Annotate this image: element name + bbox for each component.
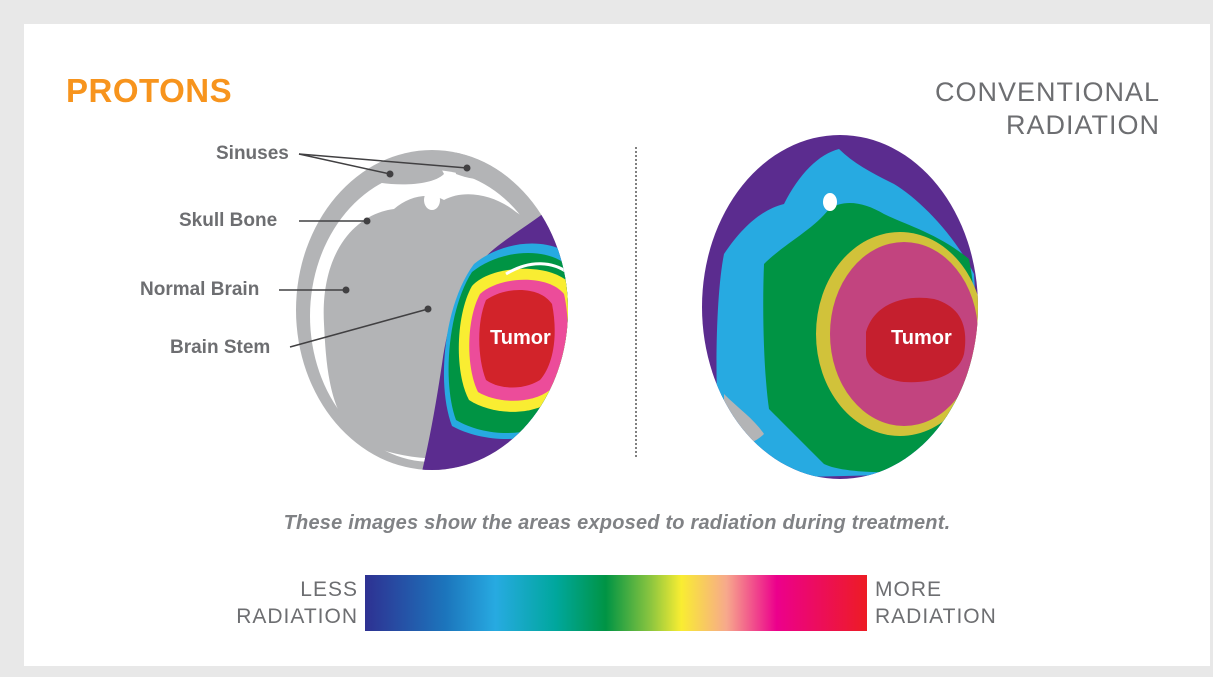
proton-scan	[279, 150, 568, 470]
conventional-dose-red	[866, 297, 966, 383]
more-radiation-label: MORE RADIATION	[875, 576, 997, 630]
infographic-card: PROTONS CONVENTIONAL RADIATION	[24, 24, 1210, 666]
tumor-label-conventional: Tumor	[891, 327, 952, 349]
brain-stem-leader	[289, 308, 429, 348]
protons-title: PROTONS	[66, 72, 233, 109]
scan-divider	[635, 147, 637, 457]
brain-scans-illustration	[279, 135, 978, 479]
more-line2: RADIATION	[875, 605, 997, 628]
radiation-gradient-bar	[365, 575, 867, 631]
conventional-radiation-title: CONVENTIONAL RADIATION	[935, 76, 1160, 142]
conventional-skull-notch	[823, 193, 837, 211]
sinus-right-area	[452, 150, 536, 181]
sinus-dot-2	[463, 164, 471, 172]
conventional-title-line2: RADIATION	[1005, 110, 1160, 140]
sinuses-label: Sinuses	[216, 143, 289, 164]
sinus-dot-1	[386, 170, 394, 178]
conventional-title-line1: CONVENTIONAL	[934, 77, 1160, 107]
caption-text: These images show the areas exposed to r…	[283, 512, 951, 534]
less-line2: RADIATION	[236, 605, 358, 628]
skull-bone-label: Skull Bone	[179, 210, 278, 231]
sinus-left-area	[374, 156, 444, 185]
sinus-leader-1	[298, 153, 391, 175]
sinus-leader-2	[298, 153, 468, 169]
skull-bone-dot	[363, 217, 371, 225]
conventional-scan	[702, 135, 978, 479]
more-line1: MORE	[875, 578, 942, 601]
proton-dose-red	[479, 289, 555, 388]
tumor-label-protons: Tumor	[490, 327, 551, 349]
brain-stem-dot	[424, 305, 432, 313]
less-line1: LESS	[300, 578, 358, 601]
normal-brain-label: Normal Brain	[140, 279, 260, 300]
less-radiation-label: LESS RADIATION	[236, 576, 358, 630]
normal-brain-dot	[342, 286, 350, 294]
brain-stem-label: Brain Stem	[170, 337, 271, 358]
skull-notch	[424, 190, 440, 210]
